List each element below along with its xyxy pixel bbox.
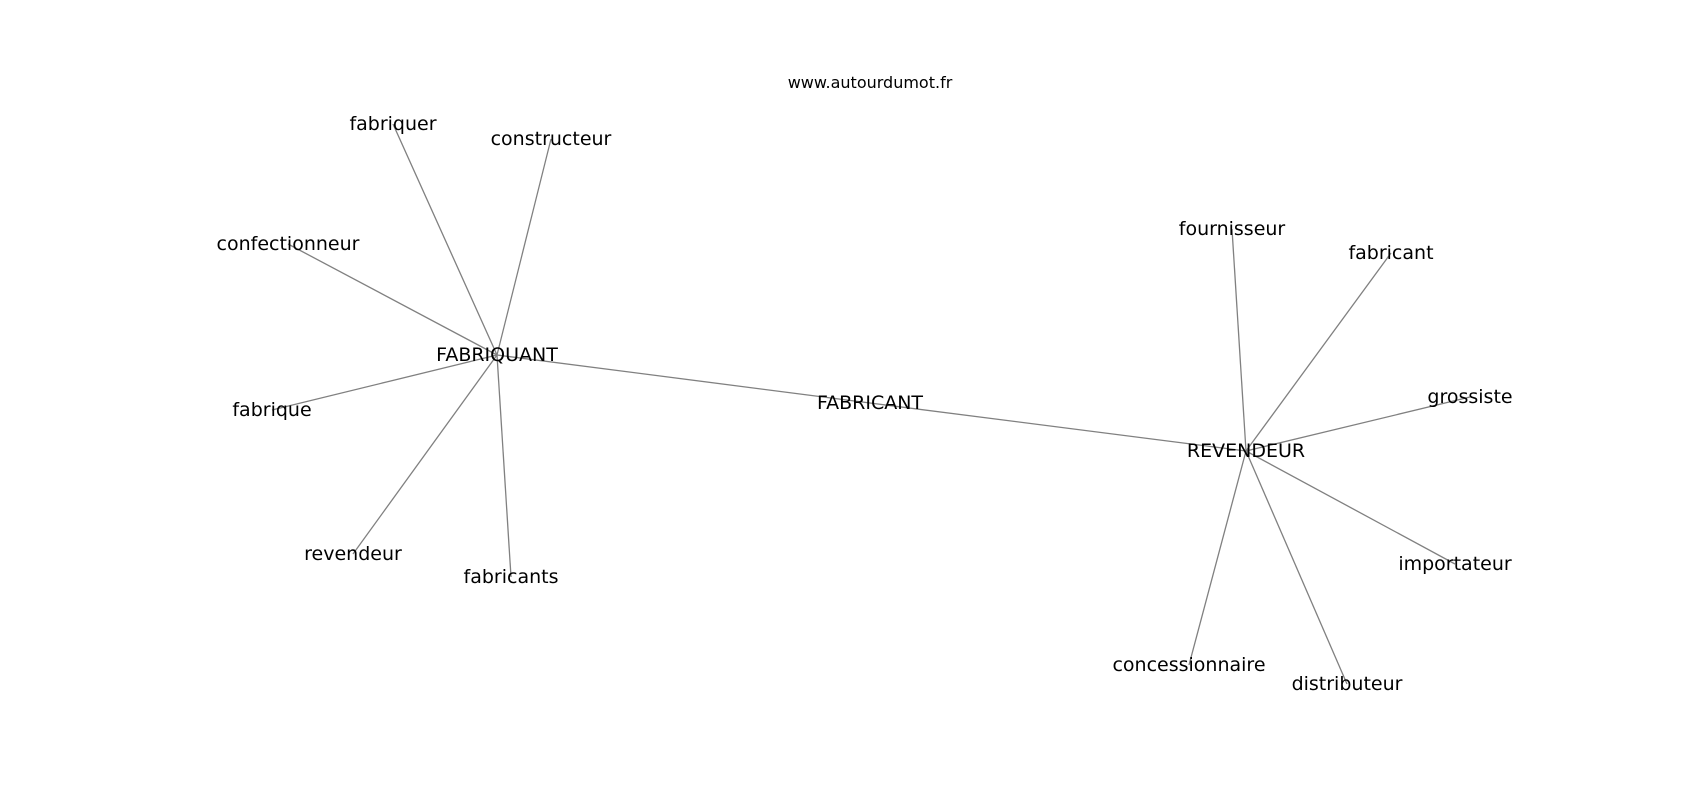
edge-revendeur-concessionnaire [1188, 450, 1247, 666]
edge-fabriquant-confectionneur [287, 243, 498, 356]
node-importateur: importateur [1398, 553, 1512, 575]
node-fabrique: fabrique [232, 399, 311, 421]
graph-nodes: FABRICANT FABRIQUANT REVENDEUR fabriquer con… [217, 113, 1513, 695]
node-fabricant: fabricant [1348, 242, 1433, 264]
edge-revendeur-distributeur [1245, 450, 1348, 685]
edge-revendeur-fabricant [1245, 252, 1392, 452]
node-concessionnaire: concessionnaire [1112, 654, 1265, 676]
node-revendeur: REVENDEUR [1187, 440, 1305, 462]
edge-revendeur-grossiste [1245, 396, 1471, 452]
node-fabriquer: fabriquer [349, 113, 436, 135]
node-fournisseur: fournisseur [1179, 218, 1286, 240]
edge-fabricant-revendeur [869, 402, 1247, 452]
graph-edges [271, 123, 1471, 685]
watermark: www.autourdumot.fr [788, 73, 953, 92]
node-grossiste: grossiste [1427, 386, 1512, 408]
edge-fabriquant-constructeur [496, 138, 552, 356]
edge-fabriquant-fabriquer [392, 123, 498, 356]
node-revendeur: revendeur [304, 543, 402, 565]
node-constructeur: constructeur [491, 128, 612, 150]
edge-revendeur-fournisseur [1231, 228, 1247, 452]
edge-fabriquant-revendeur [352, 354, 498, 555]
node-fabricant: FABRICANT [817, 392, 923, 414]
node-fabricants: fabricants [464, 566, 559, 588]
edge-revendeur-importateur [1245, 450, 1456, 565]
node-fabriquant: FABRIQUANT [436, 344, 558, 366]
node-distributeur: distributeur [1292, 673, 1403, 695]
node-confectionneur: confectionneur [217, 233, 360, 255]
edge-fabriquant-fabrique [271, 354, 498, 411]
edge-fabriquant-fabricants [496, 354, 512, 578]
edge-fabriquant-fabricant [496, 354, 871, 404]
